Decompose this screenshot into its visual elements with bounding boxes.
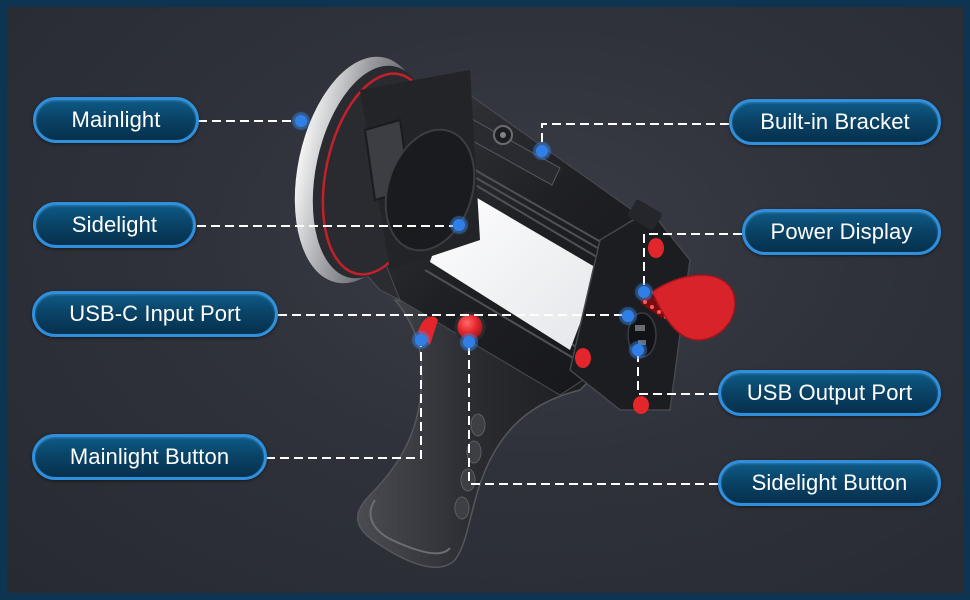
- callout-label: Mainlight Button: [69, 444, 230, 469]
- marker-dot-built-in-bracket: [536, 145, 548, 157]
- marker-dot-sidelight: [453, 219, 465, 231]
- callout-label: Sidelight Button: [751, 470, 908, 495]
- marker-dot-usb-c-input-port: [622, 310, 634, 322]
- mainlight-button-trigger: [418, 316, 438, 345]
- callout-usb-c-input-port: USB-C Input Port: [32, 291, 278, 337]
- callout-mainlight: Mainlight: [33, 97, 199, 143]
- marker-dot-mainlight: [295, 115, 307, 127]
- callout-usb-output-port: USB Output Port: [718, 370, 941, 416]
- callout-power-display: Power Display: [742, 209, 941, 255]
- callout-label: Power Display: [770, 219, 913, 244]
- callout-mainlight-button: Mainlight Button: [32, 434, 267, 480]
- marker-dot-sidelight-button: [463, 336, 475, 348]
- callout-label: USB Output Port: [746, 380, 913, 405]
- callout-label: Sidelight: [71, 212, 158, 237]
- callout-label: Built-in Bracket: [760, 109, 910, 134]
- callout-sidelight-button: Sidelight Button: [718, 460, 941, 506]
- callout-label: Mainlight: [71, 107, 161, 132]
- marker-dot-usb-output-port: [632, 344, 644, 356]
- callout-built-in-bracket: Built-in Bracket: [729, 99, 941, 145]
- marker-dot-mainlight-button: [415, 334, 427, 346]
- callout-sidelight: Sidelight: [33, 202, 196, 248]
- callout-label: USB-C Input Port: [69, 301, 241, 326]
- marker-dot-power-display: [638, 286, 650, 298]
